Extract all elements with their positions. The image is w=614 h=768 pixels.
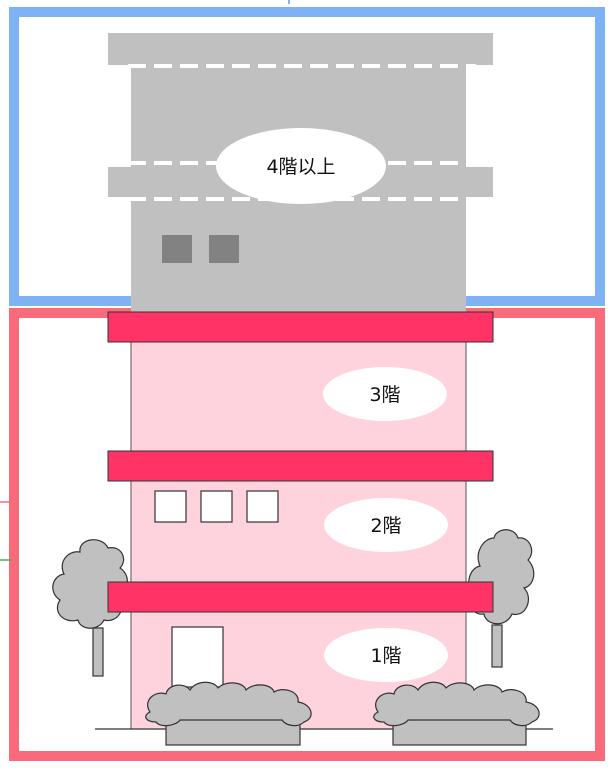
floor-2-label: 2階: [370, 515, 401, 537]
floor-3-pill: [323, 367, 447, 421]
upper-floor-badge: 4階以上: [216, 128, 386, 204]
upper-window: [209, 235, 239, 263]
second-floor-window: [246, 490, 279, 523]
bush-foliage: [145, 681, 312, 727]
upper-window: [162, 235, 192, 263]
floor-2-pill: [324, 498, 448, 552]
roof-cornice: [108, 33, 493, 65]
right-bush: [373, 681, 540, 746]
bush-foliage: [373, 681, 540, 727]
floor-band-top: [107, 311, 494, 343]
floor-3-badge: 3階: [323, 367, 447, 421]
floor-band-bottom: [107, 581, 494, 613]
floor-1-pill: [324, 628, 448, 682]
floor-1-label: 1階: [370, 645, 401, 667]
upper-floor-label: 4階以上: [266, 156, 335, 178]
tree-trunk: [491, 624, 503, 668]
upper-floor-pill: [216, 128, 386, 204]
floor-1-badge: 1階: [324, 628, 448, 682]
second-floor-window: [154, 490, 187, 523]
floor-3-label: 3階: [369, 384, 400, 406]
entrance-door: [171, 626, 224, 688]
tree-trunk: [92, 627, 104, 677]
floor-2-badge: 2階: [324, 498, 448, 552]
second-floor-window: [200, 490, 233, 523]
floor-band-middle: [107, 450, 494, 482]
left-bush: [145, 681, 312, 746]
